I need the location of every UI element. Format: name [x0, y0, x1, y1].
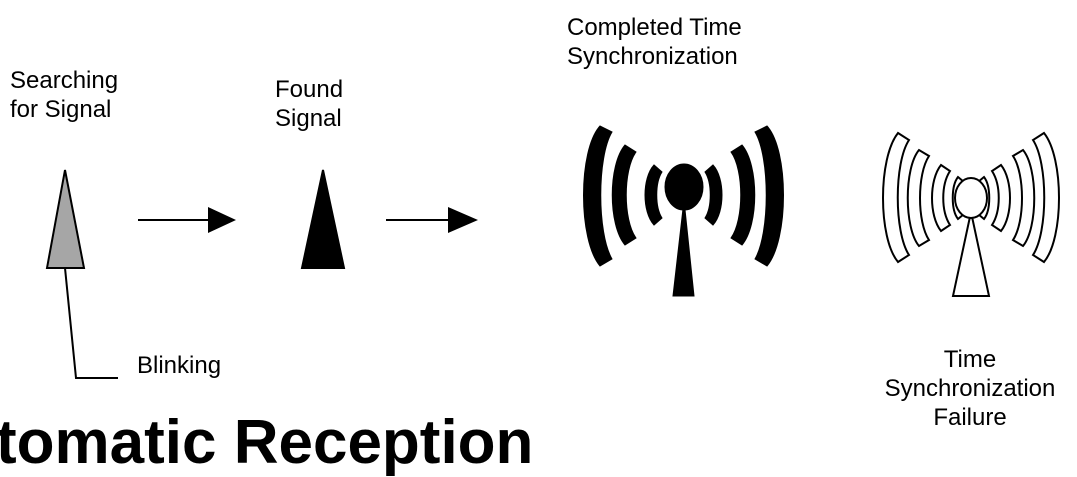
- failure-label-line-1: Time: [943, 346, 997, 373]
- found-label-line-2: Signal: [275, 105, 342, 132]
- arrow-1-icon: [138, 207, 236, 233]
- failure-label-line-2: Synchronization: [884, 375, 1056, 402]
- antenna-signal-icon-outline: [882, 131, 1060, 297]
- antenna-signal-icon-filled: [583, 125, 784, 297]
- found-signal-triangle-icon: [300, 169, 346, 269]
- cut-off-heading: tomatic Reception: [0, 408, 534, 477]
- completed-label-line-1: Completed Time: [567, 14, 742, 41]
- searching-label-line-1: Searching: [10, 67, 119, 94]
- found-signal-label: Found Signal: [275, 75, 343, 133]
- failure-label-line-3: Failure: [933, 404, 1007, 431]
- completed-time-sync-label: Completed Time Synchronization: [567, 13, 742, 71]
- searching-signal-triangle-icon: [45, 169, 86, 269]
- time-sync-failure-label: Time Synchronization Failure: [855, 345, 1077, 432]
- found-label-line-1: Found: [275, 76, 344, 103]
- diagram-canvas: [45, 125, 1060, 379]
- arrow-2-icon: [386, 207, 478, 233]
- completed-label-line-2: Synchronization: [567, 43, 738, 70]
- blinking-label: Blinking: [137, 352, 222, 379]
- searching-label-line-2: for Signal: [10, 96, 112, 123]
- blinking-callout-line: [64, 267, 118, 379]
- searching-for-signal-label: Searching for Signal: [10, 66, 118, 124]
